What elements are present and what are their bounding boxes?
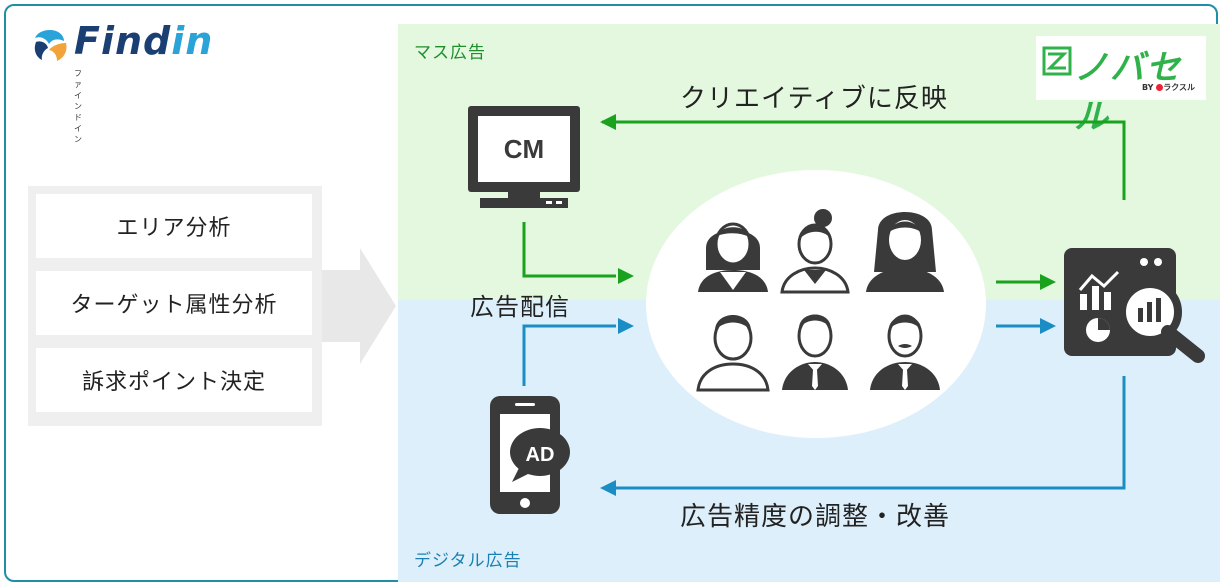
- audience-circle: [646, 170, 986, 438]
- phone-delivery-arrow-head: [618, 318, 634, 334]
- findin-logo-subtitle: ファインドイン: [74, 69, 82, 144]
- woman-icon-1: [698, 222, 768, 292]
- mass-ad-label: マス広告: [414, 43, 486, 63]
- raksul-dot-icon: [1156, 84, 1164, 91]
- digital-ad-label: デジタル広告: [414, 551, 522, 571]
- audience-to-analytics-green-head: [1040, 274, 1056, 290]
- nobasel-brand-name: ノバセル: [1074, 48, 1182, 137]
- man-icon-3: [870, 314, 940, 390]
- nobasel-by: BY ラクスル: [1142, 83, 1196, 92]
- tv-cm-label: CM: [504, 134, 544, 164]
- woman-icon-3: [866, 212, 944, 292]
- tv-delivery-arrow-line: [522, 222, 616, 278]
- analytics-dashboard-icon: [1064, 248, 1205, 363]
- woman-icon-2: [780, 209, 850, 294]
- audience-to-analytics-blue-head: [1040, 318, 1056, 334]
- tv-cm-icon: [468, 106, 580, 208]
- nobasel-logo-icon: [1042, 46, 1072, 76]
- creative-feedback-arrow-line: [602, 120, 1126, 200]
- nobasel-brand-badge: ノバセル BY ラクスル: [1036, 36, 1206, 137]
- process-step-target-analysis: ターゲット属性分析: [36, 271, 312, 335]
- phone-ad-label: AD: [526, 444, 555, 466]
- process-step-appeal-point: 訴求ポイント決定: [36, 348, 312, 412]
- creative-feedback-arrow-head: [600, 114, 616, 130]
- process-to-campaign-arrow: [322, 248, 396, 364]
- process-step-area-analysis: エリア分析: [36, 194, 312, 258]
- creative-feedback-label: クリエイティブに反映: [680, 84, 948, 114]
- ad-delivery-label: 広告配信: [470, 293, 570, 321]
- findin-logo-text: Findin: [74, 19, 214, 63]
- man-icon-1: [696, 315, 770, 392]
- tv-delivery-arrow-head: [618, 268, 634, 284]
- man-icon-2: [782, 314, 848, 390]
- findin-logo-icon: [34, 30, 67, 61]
- accuracy-feedback-arrow-line: [606, 376, 1126, 490]
- accuracy-feedback-arrow-head: [600, 480, 616, 496]
- phone-delivery-arrow-line: [522, 324, 616, 386]
- phone-ad-icon: [490, 396, 570, 514]
- accuracy-feedback-label: 広告精度の調整・改善: [680, 502, 951, 532]
